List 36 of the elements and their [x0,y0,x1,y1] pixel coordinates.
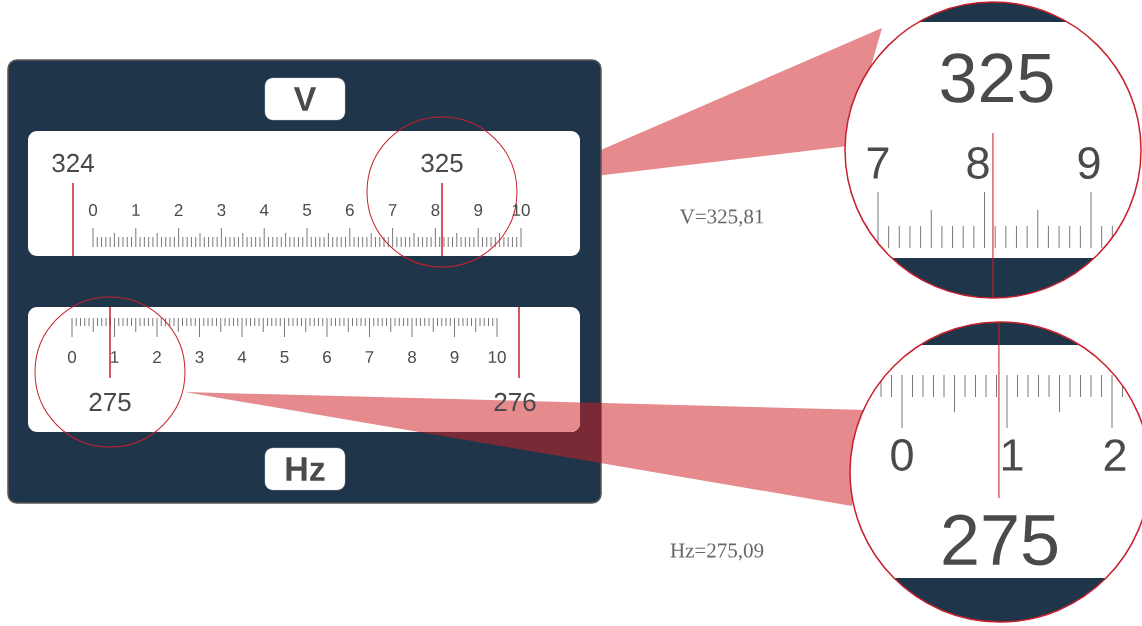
scale-number: 4 [237,351,247,363]
magnified-scale-number: 9 [1078,147,1100,179]
scale-number: 9 [450,351,459,364]
scale-number: 2 [153,351,161,363]
scale-number: 8 [431,204,440,217]
scale-number: 6 [323,351,331,364]
magnified-scale-number: 7 [867,147,889,179]
magnified-number: 325 [941,53,1053,103]
scale-number: 7 [388,204,397,216]
scale-number: 5 [280,351,289,363]
scale-number: 1 [132,204,140,216]
scale-number: 7 [365,351,374,363]
scale-number: 2 [174,204,183,216]
magnified-scale-number: 2 [1104,439,1126,471]
scale-number: 9 [474,204,483,217]
scale-number: 3 [195,351,204,364]
unit-badge: V [264,77,346,121]
unit-badge: Hz [264,447,346,491]
reading-text: Hz=275,09 [670,543,764,561]
scale-number: 4 [259,204,269,216]
scale-number: 10 [488,351,506,364]
scale-number: 8 [408,351,416,364]
magnified-scale-number: 0 [891,439,913,471]
scale-number: 6 [345,204,354,217]
reading-number: 275 [89,392,131,412]
scale-number: 3 [217,204,226,217]
magnified-scale-number: 1 [1002,439,1023,471]
magnified-scale-number: 8 [967,147,989,179]
reading-text: V=325,81 [679,209,764,227]
scale-number: 0 [88,204,98,217]
magnified-number: 275 [943,514,1058,566]
reading-number: 324 [52,153,94,173]
scale-number: 5 [302,204,311,216]
reading-number: 325 [421,153,463,173]
scale-number: 0 [67,351,77,364]
scale-number: 1 [111,351,119,363]
